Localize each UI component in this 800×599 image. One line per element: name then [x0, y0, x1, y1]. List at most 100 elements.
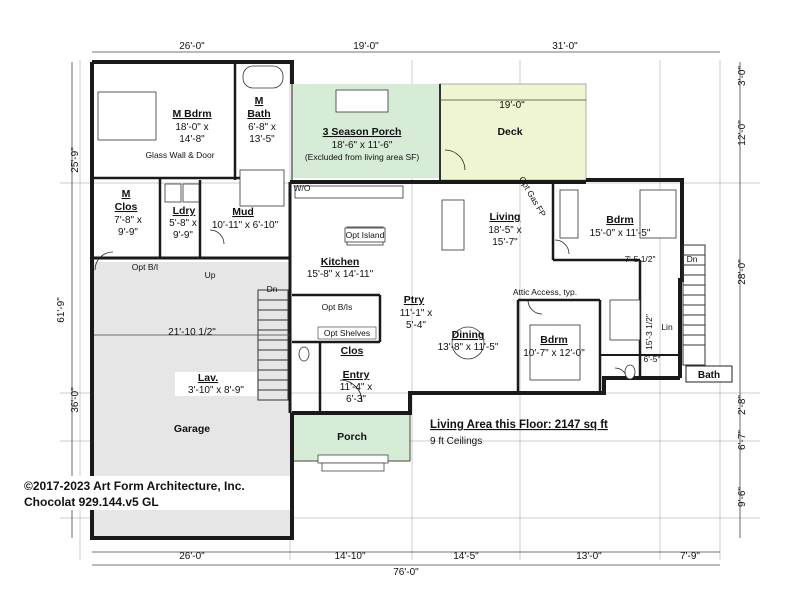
room-pantry-size-a: 11'-1" x — [400, 308, 433, 319]
ceilings-note: 9 ft Ceilings — [430, 436, 482, 447]
room-dining: Dining — [452, 329, 485, 341]
dim-top-2: 19'-0" — [353, 41, 379, 52]
room-master-closet-size-b: 9'-9" — [118, 227, 138, 238]
dim-left-total: 61'-9" — [56, 297, 67, 323]
stair-garage — [257, 289, 289, 401]
room-3-season-porch: 3 Season Porch — [323, 126, 402, 138]
room-master-bath-size-a: 6'-8" x — [248, 122, 276, 133]
note-opt-bi: Opt B/I — [132, 262, 158, 272]
dim-left-2: 36'-0" — [70, 387, 81, 413]
room-lav-size: 3'-10" x 8'-9" — [188, 385, 244, 396]
interior-walls — [92, 62, 680, 413]
room-bath-tag: Bath — [698, 370, 720, 381]
room-master-bath-b: Bath — [247, 108, 270, 120]
room-garage: Garage — [174, 423, 210, 435]
dim-bottom-3: 14'-5" — [453, 551, 479, 562]
bed1b — [639, 189, 677, 239]
copyright-text: ©2017-2023 Art Form Architecture, Inc. — [24, 479, 245, 493]
dim-stair-width: 7'-5 1/2" — [624, 254, 655, 264]
porch-steps — [317, 454, 389, 472]
dim-right-4: 2'-8" — [737, 395, 748, 415]
bath-tag-box — [685, 365, 733, 383]
note-dn-2: Dn — [687, 254, 698, 264]
dryer — [182, 183, 200, 203]
dim-right-1: 3'-0" — [737, 66, 748, 86]
dim-right-5: 6'-7" — [737, 430, 748, 450]
dim-garage-width: 21'-10 1/2" — [168, 327, 216, 338]
dim-right-2: 12'-0" — [737, 120, 748, 146]
room-bedroom-2-size: 10'-7" x 12'-0" — [523, 348, 585, 359]
room-master-bath-size-b: 13'-5" — [249, 134, 275, 145]
room-entry: Entry — [343, 369, 370, 381]
room-living-size-a: 18'-5" x — [488, 225, 521, 236]
note-lin: Lin — [661, 322, 673, 332]
bed2 — [529, 324, 581, 381]
kitchen-counter — [294, 185, 404, 199]
dim-right-3: 28'-0" — [737, 259, 748, 285]
room-pantry-size-b: 5'-4" — [406, 320, 426, 331]
sofa-porch — [335, 89, 389, 113]
room-deck: Deck — [497, 126, 522, 138]
lav-label-box — [175, 372, 257, 396]
dim-right-6: 9'-6" — [737, 487, 748, 507]
room-mud-size: 10'-11" x 6'-10" — [212, 220, 279, 231]
opt-shelves-box — [317, 326, 377, 340]
note-attic: Attic Access, typ. — [513, 287, 577, 297]
dim-top-3: 31'-0" — [552, 41, 578, 52]
room-laundry-size-a: 5'-8" x — [169, 218, 197, 229]
room-master-bedroom-size-b: 14'-8" — [179, 134, 205, 145]
room-master-closet-size-a: 7'-8" x — [114, 215, 142, 226]
note-wo: W/O — [294, 183, 311, 193]
tub — [242, 65, 284, 89]
dim-left-1: 25'-9" — [70, 147, 81, 173]
note-opt-shelves: Opt Shelves — [324, 328, 370, 338]
room-living-size-b: 15'-7" — [492, 237, 518, 248]
dim-bottom-1: 26'-0" — [179, 551, 205, 562]
note-up: Up — [205, 270, 216, 280]
room-master-bedroom: M Bdrm — [172, 108, 211, 120]
room-bedroom-1-size: 15'-0" x 11'-5" — [590, 228, 651, 239]
sofa-living — [441, 199, 465, 251]
room-bedroom-2: Bdrm — [540, 334, 567, 346]
room-kitchen: Kitchen — [321, 256, 360, 268]
plan-id-text: Chocolat 929.144.v5 GL — [24, 495, 159, 509]
room-closet: Clos — [341, 345, 364, 357]
room-master-closet-b: Clos — [115, 201, 138, 213]
stair-right — [682, 244, 706, 366]
dim-bath-small: 6'-5" — [644, 354, 661, 364]
room-living: Living — [490, 211, 521, 223]
note-opt-bis: Opt B/Is — [322, 302, 353, 312]
room-master-bedroom-size-a: 18'-0" x — [175, 122, 208, 133]
room-entry-size-a: 11'-4" x — [340, 382, 373, 393]
room-dining-size: 13'-8" x 11'-5" — [438, 342, 499, 353]
dim-top-1: 26'-0" — [179, 41, 205, 52]
room-laundry-size-b: 9'-9" — [173, 230, 193, 241]
room-master-closet-a: M — [122, 188, 131, 200]
room-lav: Lav. — [198, 372, 218, 384]
copyright-backdrop — [20, 476, 290, 510]
note-dn-1: Dn — [267, 284, 278, 294]
shower — [239, 169, 285, 207]
room-laundry: Ldry — [173, 205, 196, 217]
room-3-season-porch-note: (Excluded from living area SF) — [305, 152, 419, 162]
fixtures — [97, 65, 677, 381]
note-opt-island: Opt Island — [346, 230, 385, 240]
opt-island-box — [344, 227, 386, 243]
room-entry-size-b: 6'-3" — [346, 394, 366, 405]
dim-bottom-4: 13'-0" — [576, 551, 602, 562]
room-porch: Porch — [337, 431, 367, 443]
room-pantry: Ptry — [404, 294, 425, 306]
room-3-season-porch-size: 18'-6" x 11'-6" — [332, 140, 393, 151]
living-area-summary: Living Area this Floor: 2147 sq ft — [430, 419, 608, 431]
exterior-walls — [90, 60, 684, 540]
dimension-lines — [71, 51, 741, 566]
toilet-bath — [624, 364, 636, 380]
dim-bottom-2: 14'-10" — [334, 551, 365, 562]
room-mud: Mud — [232, 206, 254, 218]
dim-bath-run: 15'-3 1/2" — [644, 314, 654, 350]
door-swings — [94, 149, 628, 403]
dim-bottom-5: 7'-9" — [680, 551, 700, 562]
dim-deck-width: 19'-0" — [499, 100, 525, 111]
washer — [164, 183, 182, 203]
